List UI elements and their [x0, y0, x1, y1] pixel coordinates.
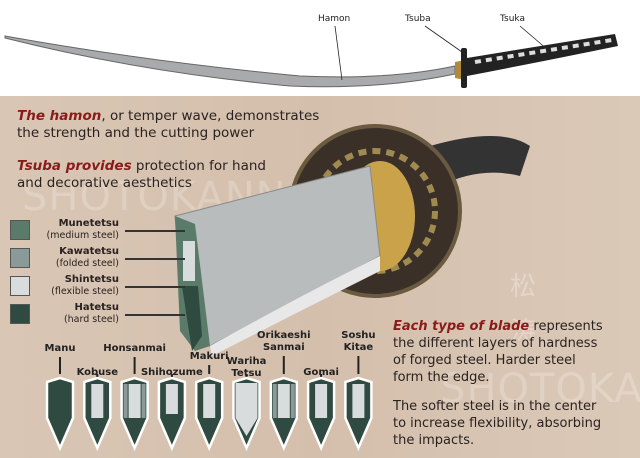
blade-profile-7	[306, 374, 336, 452]
blade-profiles	[45, 356, 373, 452]
blade-profile-1	[83, 374, 112, 452]
tsuba-description: Tsuba provides protection for hand and d…	[17, 158, 266, 191]
blade-profile-label: Manu	[44, 343, 76, 354]
steel-name: Kawatetsu	[59, 246, 119, 257]
blade-profile-label: Honsanmai	[103, 343, 166, 354]
steel-name: Shintetsu	[64, 274, 119, 285]
pointer-line	[125, 286, 185, 288]
blade-profile-label: Makuri	[189, 351, 229, 362]
info-panel: SHOTOKANN SHOTOKANN 松 涛 The hamon, or te…	[0, 96, 640, 458]
watermark-kanji: 涛	[510, 317, 537, 347]
watermark: SHOTOKANN	[440, 366, 640, 412]
blade-profile-6	[269, 356, 299, 452]
blade-profile-4	[194, 365, 224, 452]
katana-image	[4, 25, 618, 88]
blade-profile-3	[157, 374, 187, 452]
softer-steel-description: The softer steel is in the center to inc…	[393, 399, 602, 448]
tsuka-label: Tsuka	[500, 14, 525, 24]
hamon-label: Hamon	[318, 14, 351, 24]
steel-desc: (flexible steel)	[51, 286, 119, 297]
blade-profile-label: Kobuse	[76, 367, 119, 378]
steel-desc: (medium steel)	[46, 230, 119, 241]
katana-illustration-area: Hamon Tsuba Tsuka	[0, 0, 640, 96]
blade-profile-5	[232, 374, 261, 452]
steel-swatch	[10, 304, 30, 324]
blade-profile-0	[45, 357, 75, 452]
tsuba-icon	[461, 48, 467, 88]
blade-cross-section-image	[174, 124, 530, 356]
pointer-line	[125, 314, 185, 316]
blade-profile-label: Shihozume	[140, 367, 203, 378]
blade-profile-2	[120, 357, 149, 452]
watermark-kanji: 松	[510, 272, 537, 302]
steel-name: Hatetsu	[74, 302, 119, 313]
blade-profile-8	[344, 356, 373, 452]
pointer-line	[125, 230, 185, 232]
steel-swatch	[10, 220, 30, 240]
blade-profile-label: Gomai	[303, 367, 339, 378]
steel-desc: (folded steel)	[55, 258, 119, 269]
blade-types-description: Each type of blade represents the differ…	[393, 319, 603, 385]
steel-swatch	[10, 248, 30, 268]
tsuba-label: Tsuba	[405, 14, 431, 24]
steel-swatch	[10, 276, 30, 296]
pointer-line	[125, 258, 185, 260]
steel-name: Munetetsu	[58, 218, 119, 229]
hamon-description: The hamon, or temper wave, demonstrates …	[17, 108, 320, 141]
steel-desc: (hard steel)	[63, 314, 119, 325]
